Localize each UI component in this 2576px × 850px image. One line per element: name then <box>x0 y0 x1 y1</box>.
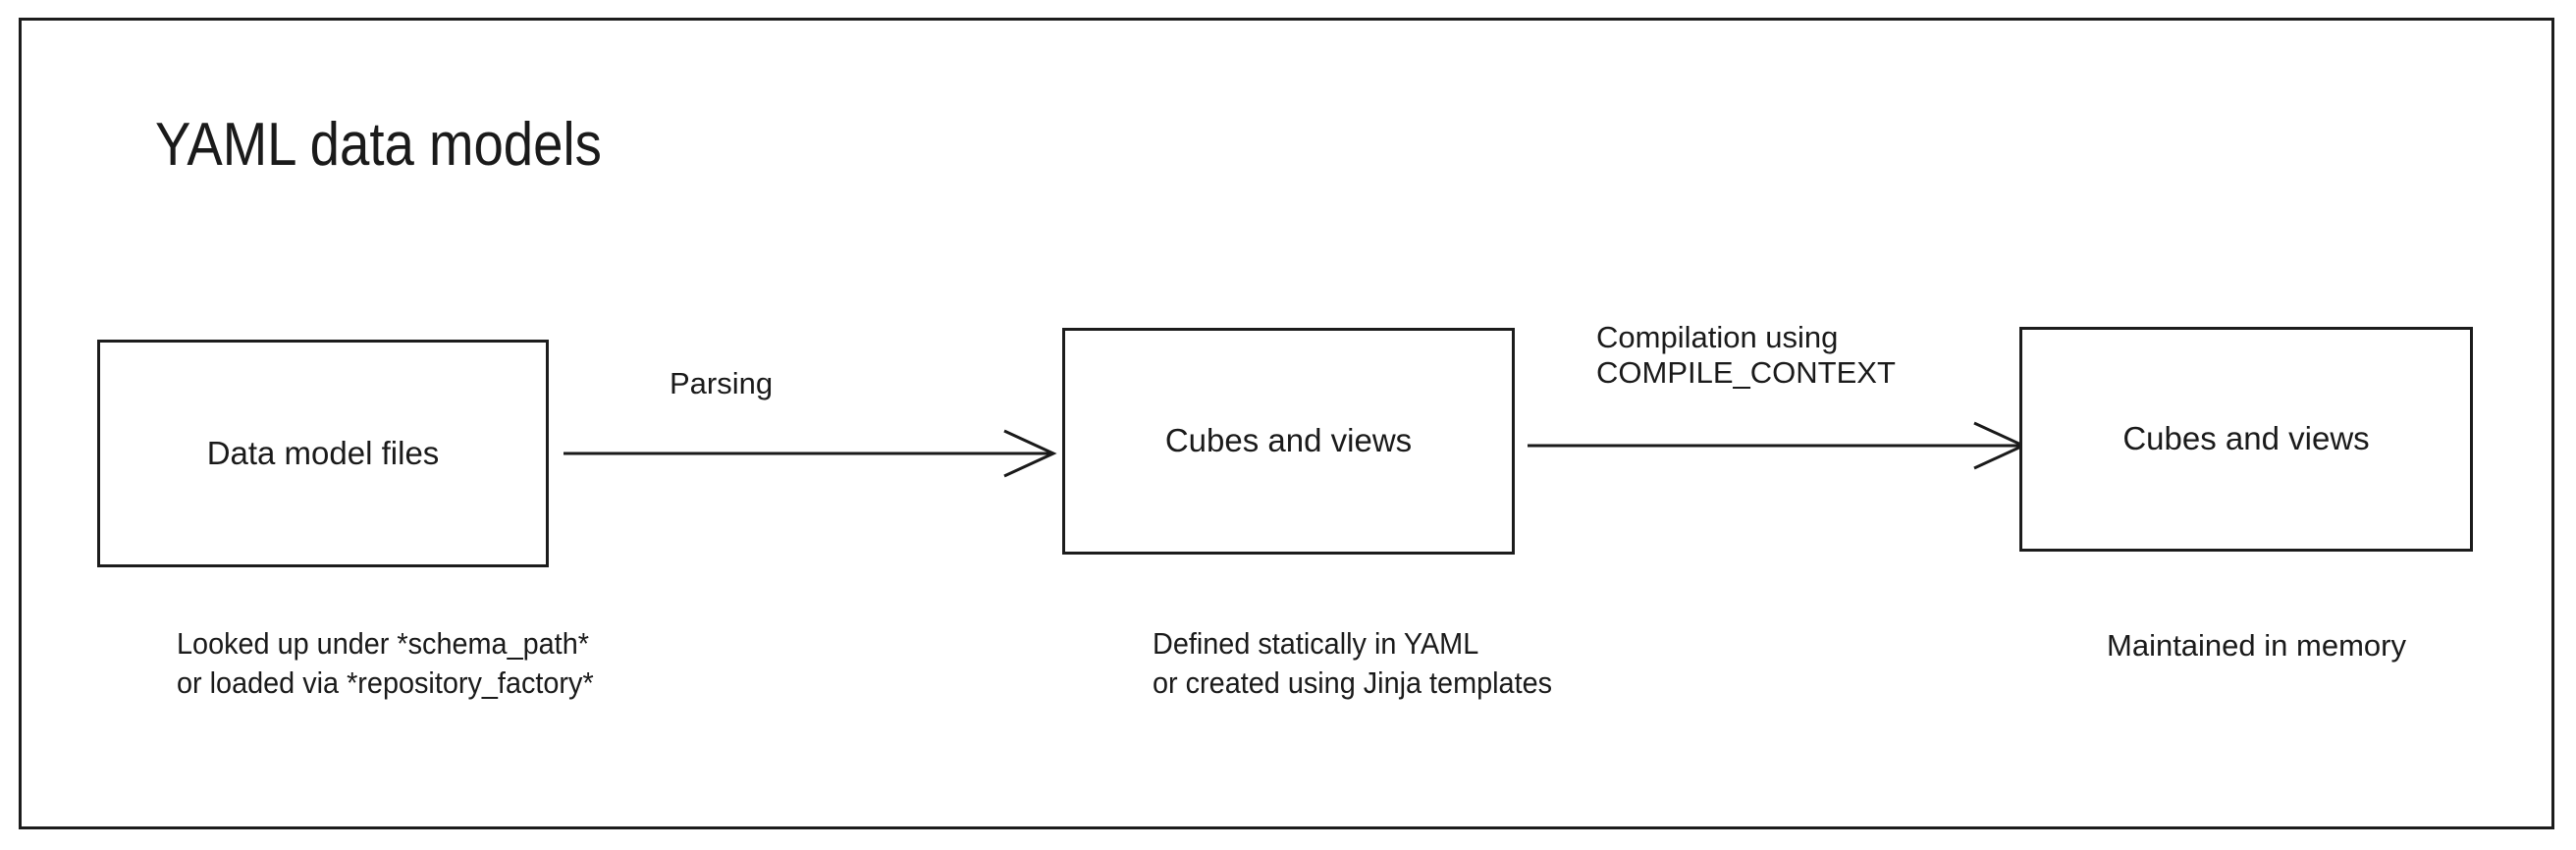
node-cubes-and-views-memory[interactable]: Cubes and views <box>2019 327 2473 552</box>
arrow-parsing-icon <box>564 429 1057 478</box>
slide-frame: YAML data models Data model files Parsin… <box>19 18 2554 829</box>
node-label: Data model files <box>206 434 440 471</box>
arrow-compilation-icon <box>1528 421 2027 470</box>
edge-parsing <box>564 429 1057 478</box>
node-cubes-and-views-yaml[interactable]: Cubes and views <box>1062 328 1515 555</box>
node-label: Cubes and views <box>2122 420 2370 457</box>
edge-compilation <box>1528 421 2027 470</box>
edge-label-parsing: Parsing <box>670 366 774 400</box>
caption-data-model-files: Looked up under *schema_path* or loaded … <box>177 626 594 700</box>
caption-cubes-and-views-memory: Maintained in memory <box>2107 628 2406 663</box>
node-label: Cubes and views <box>1164 422 1413 459</box>
node-data-model-files[interactable]: Data model files <box>97 340 549 567</box>
edge-label-compilation: Compilation using COMPILE_CONTEXT <box>1596 320 1896 391</box>
page-title: YAML data models <box>155 111 602 179</box>
caption-cubes-and-views-yaml: Defined statically in YAML or created us… <box>1153 626 1553 700</box>
